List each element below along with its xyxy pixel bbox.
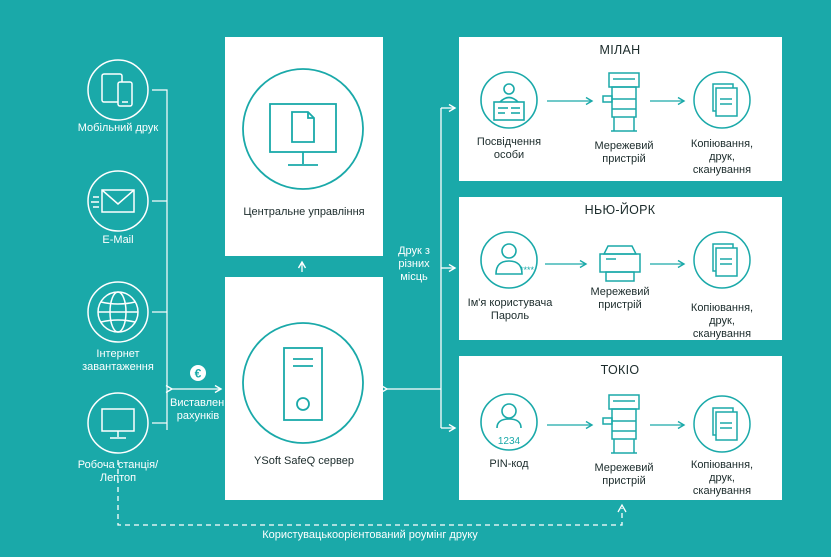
source-label-workstation: Робоча станція/ Лептоп (77, 459, 159, 484)
source-label-internet: Інтернет завантаження (82, 348, 154, 373)
device-label-newyork: Мережевий пристрій (590, 286, 650, 311)
auth-label-tokyo: PIN-код (489, 458, 529, 470)
documents-icon (693, 71, 751, 129)
auth-label-milan: Посвідчення особи (476, 136, 542, 161)
print-from-places-label: Друк з різних місць (398, 245, 430, 283)
user-password-icon: **** (480, 231, 538, 289)
central-label: Центральне управління (243, 206, 365, 218)
documents-icon (693, 395, 751, 453)
multifunction-printer-icon (602, 394, 640, 454)
site-city-tokyo: ТОКІО (600, 363, 640, 377)
svg-text:****: **** (520, 265, 535, 275)
globe-icon (87, 281, 149, 343)
desktop-printer-icon (599, 245, 641, 282)
documents-icon (693, 231, 751, 289)
source-label-email: E-Mail (102, 234, 134, 246)
user-pin-icon: 1234 (480, 393, 538, 451)
euro-icon: € (190, 365, 206, 381)
roaming-dashed-line (117, 460, 623, 526)
auth-label-newyork: Ім'я користувача Пароль (467, 297, 553, 322)
pin-code-digits: 1234 (498, 436, 521, 447)
server-label: YSoft SafeQ сервер (254, 455, 354, 467)
result-label-newyork: Копіювання, друк, сканування (690, 302, 754, 340)
device-label-milan: Мережевий пристрій (594, 140, 654, 165)
result-label-milan: Копіювання, друк, сканування (690, 138, 754, 176)
id-card-icon (480, 71, 538, 129)
billing-label: Виставлення рахунків (170, 397, 237, 422)
envelope-icon (87, 170, 149, 232)
server-panel (225, 277, 383, 500)
server-tower-icon (242, 322, 364, 444)
result-label-tokyo: Копіювання, друк, сканування (690, 459, 754, 497)
device-label-tokyo: Мережевий пристрій (594, 462, 654, 487)
roaming-label: Користувацькоорієнтований роумінг друку (262, 529, 478, 541)
monitor-icon (87, 392, 149, 454)
sources-connector (152, 89, 168, 430)
site-city-newyork: НЬЮ-ЙОРК (584, 203, 656, 217)
source-label-mobile: Мобільний друк (77, 122, 159, 134)
monitor-document-icon (242, 68, 364, 190)
central-panel (225, 37, 383, 256)
euro-symbol: € (195, 367, 202, 381)
multifunction-printer-icon (602, 72, 640, 132)
mobile-devices-icon (87, 59, 149, 121)
site-city-milan: МІЛАН (599, 43, 641, 57)
